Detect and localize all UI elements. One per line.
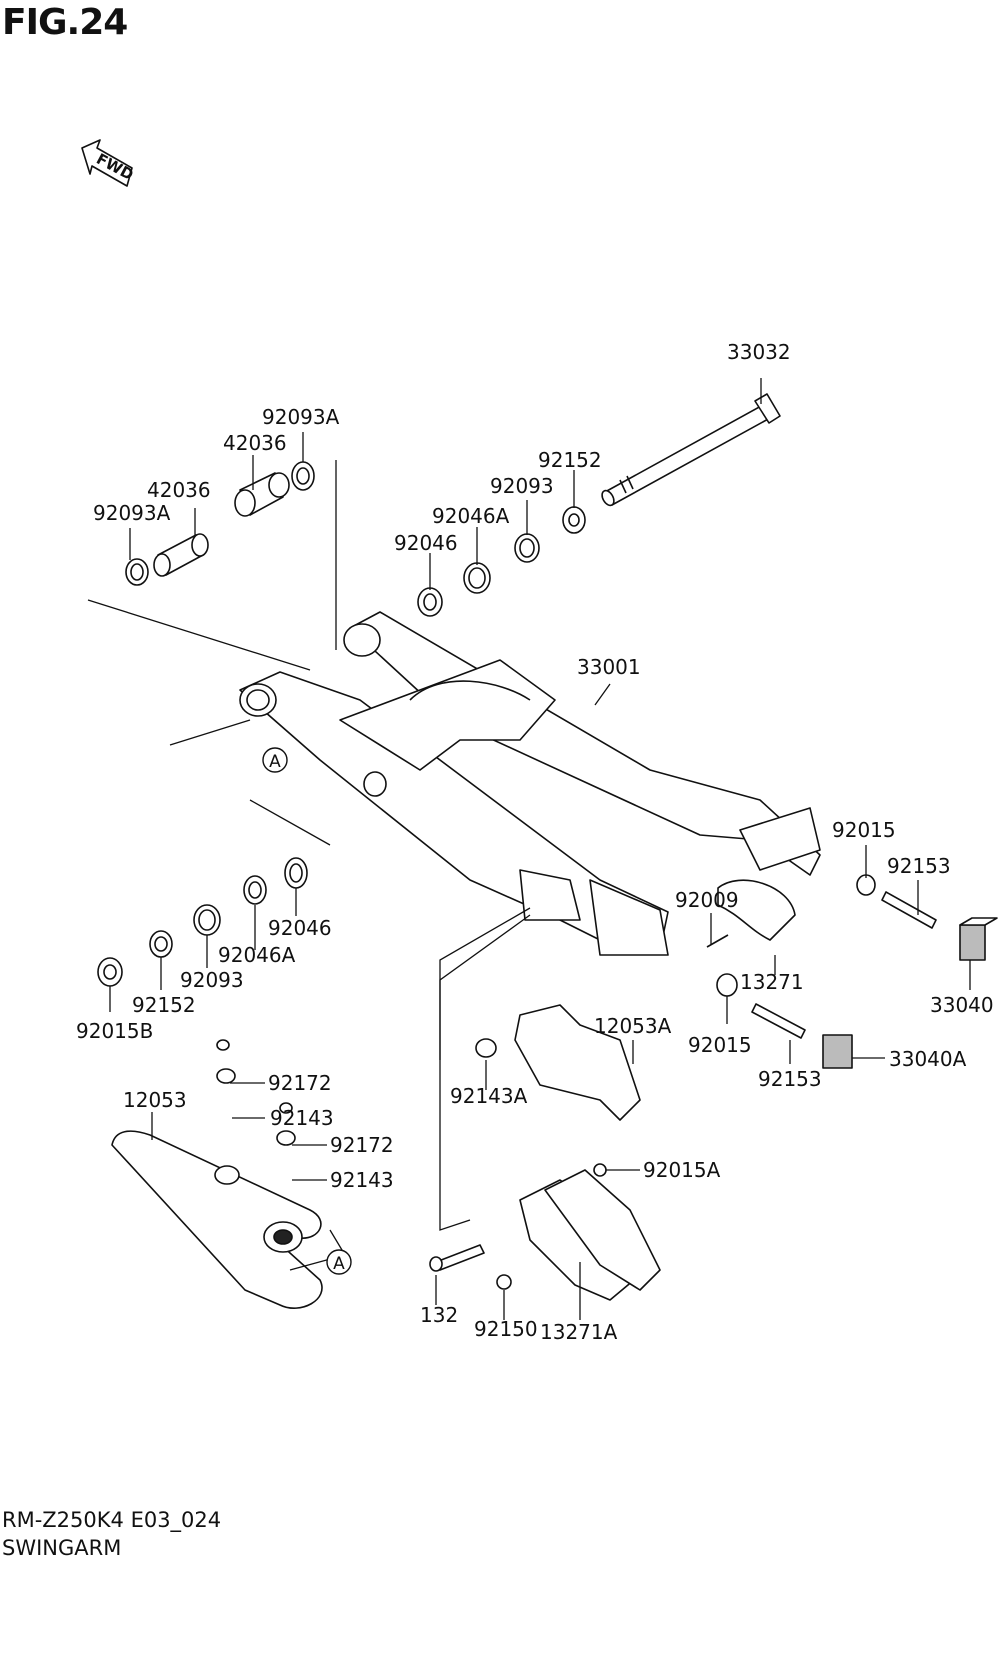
part-label: 12053 — [123, 1088, 187, 1112]
pivot-shaft — [601, 393, 781, 507]
part-label: 92152 — [132, 993, 196, 1017]
swingarm-body — [239, 611, 821, 956]
callout-marker-lower: A — [326, 1249, 352, 1275]
part-label: 92172 — [330, 1133, 394, 1157]
part-label: 92015A — [643, 1158, 721, 1182]
part-label: 92093A — [262, 405, 340, 429]
chain-guides — [429, 1004, 661, 1301]
part-label: 92046 — [394, 531, 458, 555]
part-label: 92009 — [675, 888, 739, 912]
part-label: 12053A — [594, 1014, 672, 1038]
part-labels: 33032 92093A 42036 92152 42036 92093 920… — [76, 340, 994, 1344]
part-label: 92046A — [432, 504, 510, 528]
part-label: 33032 — [727, 340, 791, 364]
part-label: 92093 — [490, 474, 554, 498]
part-label: 92153 — [758, 1067, 822, 1091]
part-label: 92143 — [330, 1168, 394, 1192]
callout-marker-lower-label: A — [333, 1254, 345, 1274]
fwd-arrow-icon: FWD — [81, 139, 136, 187]
callout-marker-upper-label: A — [269, 752, 281, 772]
part-label: 92015B — [76, 1019, 153, 1043]
part-label: 13271 — [740, 970, 804, 994]
part-label: 33001 — [577, 655, 641, 679]
part-label: 92172 — [268, 1071, 332, 1095]
part-label: 92093 — [180, 968, 244, 992]
part-label: 13271A — [540, 1320, 618, 1344]
part-label: 92015 — [688, 1033, 752, 1057]
leader-lines — [87, 378, 971, 1320]
part-label: 92153 — [887, 854, 951, 878]
part-label: 42036 — [223, 431, 287, 455]
axle-hardware — [706, 874, 998, 1069]
part-label: 92046 — [268, 916, 332, 940]
figure-title: FIG.24 — [2, 2, 128, 43]
part-label: 42036 — [147, 478, 211, 502]
part-label: 92143 — [270, 1106, 334, 1130]
chain-slider — [111, 1039, 323, 1309]
section-name: SWINGARM — [2, 1536, 122, 1560]
callout-marker-upper: A — [262, 747, 288, 773]
part-label: 92150 — [474, 1317, 538, 1341]
part-label: 92093A — [93, 501, 171, 525]
part-label: 33040A — [889, 1047, 967, 1071]
part-label: 92143A — [450, 1084, 528, 1108]
pivot-hardware-upper — [125, 461, 586, 617]
model-code: RM-Z250K4 E03_024 — [2, 1508, 222, 1532]
part-label: 33040 — [930, 993, 994, 1017]
part-label: 92152 — [538, 448, 602, 472]
part-label: 92046A — [218, 943, 296, 967]
part-label: 132 — [420, 1303, 458, 1327]
part-label: 92015 — [832, 818, 896, 842]
